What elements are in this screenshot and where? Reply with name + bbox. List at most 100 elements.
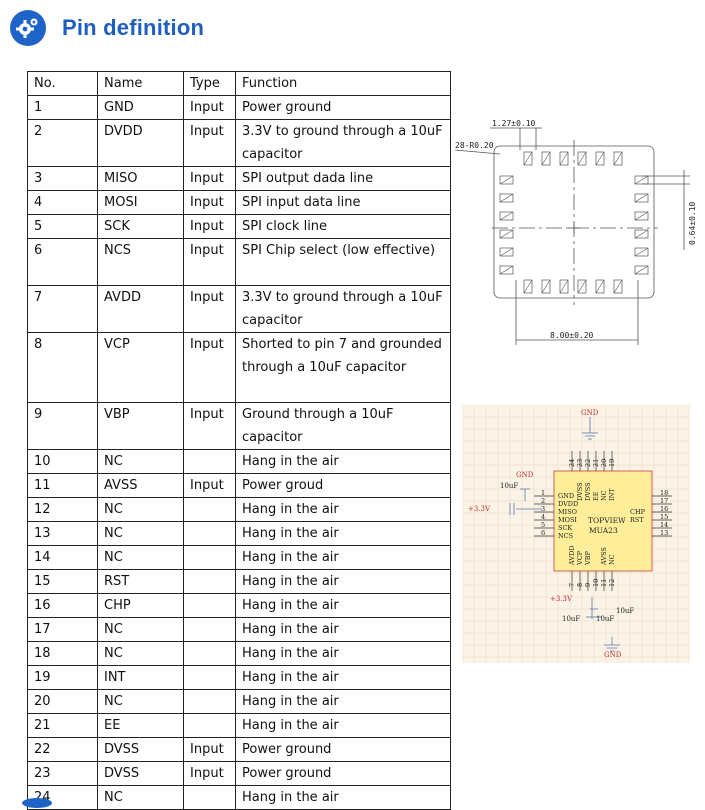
schematic-pin-number: 24 (568, 459, 576, 467)
pin-function-cell: Power ground (235, 761, 451, 786)
pin-function-line: Hang in the air (242, 502, 339, 517)
pin-name-cell: CHP (97, 593, 184, 618)
pin-function-line: Hang in the air (242, 598, 339, 613)
pin-number-cell: 17 (27, 617, 98, 642)
pin-number-cell: 9 (27, 402, 98, 450)
package-pad (499, 193, 514, 203)
schematic-pin-name: RST (630, 516, 644, 524)
pin-function-line: Shorted to pin 7 and grounded (242, 337, 442, 352)
pin-function-line (242, 262, 450, 285)
pin-name-cell: VCP (97, 332, 184, 403)
gnd-label-bottom: GND (604, 651, 622, 659)
package-pad (634, 265, 649, 275)
pin-function-cell: Hang in the air (235, 665, 451, 690)
pin-function-cell: Hang in the air (235, 641, 451, 666)
pin-number-cell: 4 (27, 190, 98, 215)
pin-function-line: Power ground (242, 100, 332, 115)
schematic-pin-number: 10 (592, 579, 600, 587)
pin-type-cell (183, 665, 236, 690)
schematic-view-label: TOPVIEW (588, 516, 626, 525)
radius-dimension-label: 28-R0.20 (455, 141, 494, 150)
pin-type-cell: Input (183, 119, 236, 167)
pin-type-cell: Input (183, 166, 236, 191)
schematic-pin-number: 17 (660, 497, 668, 505)
schematic-pin-name: VBP (584, 551, 592, 566)
schematic-pin-number: 9 (584, 583, 592, 587)
pin-type-cell (183, 689, 236, 714)
package-pad (634, 175, 649, 185)
pin-function-cell: Hang in the air (235, 713, 451, 738)
schematic-pin-number: 21 (592, 459, 600, 467)
pin-function-cell: SPI input data line (235, 190, 451, 215)
pin-type-cell (183, 593, 236, 618)
pin-name-cell: NC (97, 785, 184, 810)
schematic-pin-name: MISO (558, 508, 577, 516)
pin-function-line: Power ground (242, 766, 332, 781)
schematic-pin-number: 3 (541, 505, 545, 513)
pin-number-cell: 22 (27, 737, 98, 762)
pin-function-line: Hang in the air (242, 550, 339, 565)
pin-name-cell: DVSS (97, 761, 184, 786)
pin-number-cell: 12 (27, 497, 98, 522)
pin-number-cell: 8 (27, 332, 98, 403)
pin-type-cell: Input (183, 402, 236, 450)
pin-function-line: Hang in the air (242, 646, 339, 661)
pin-function-line: Ground through a 10uF (242, 407, 394, 422)
schematic-pin-number: 5 (541, 521, 545, 529)
schematic-pin-name: MOSI (558, 516, 577, 524)
pin-type-cell: Input (183, 473, 236, 498)
pin-number-cell: 11 (27, 473, 98, 498)
schematic-pin-number: 19 (608, 459, 616, 467)
package-pad (499, 229, 514, 239)
gear-icon (10, 10, 46, 46)
column-header-no: No. (27, 71, 98, 96)
schematic-pin-name: NCS (558, 532, 573, 540)
pin-function-line: 3.3V to ground through a 10uF (242, 124, 443, 139)
package-pad (499, 175, 514, 185)
pin-function-line: capacitor (242, 147, 303, 162)
schematic-pin-name: DVSS (576, 482, 584, 501)
pin-name-cell: AVSS (97, 473, 184, 498)
package-pad (577, 151, 587, 166)
page-title: Pin definition (62, 15, 205, 40)
schematic-pin-number: 2 (541, 497, 545, 505)
schematic-pin-number: 1 (541, 489, 545, 497)
header: Pin definition (10, 8, 204, 48)
pin-function-line: Hang in the air (242, 670, 339, 685)
pin-number-cell: 5 (27, 214, 98, 239)
pin-name-cell: GND (97, 95, 184, 120)
pin-type-cell: Input (183, 95, 236, 120)
pin-function-cell: Hang in the air (235, 545, 451, 570)
pin-type-cell (183, 641, 236, 666)
pin-type-cell (183, 617, 236, 642)
schematic-pin-name: DVSS (584, 482, 592, 501)
pin-function-line: Hang in the air (242, 622, 339, 637)
pin-function-cell: Hang in the air (235, 521, 451, 546)
pin-name-cell: INT (97, 665, 184, 690)
column-header-name: Name (97, 71, 184, 96)
pin-name-cell: DVDD (97, 119, 184, 167)
pin-function-cell: SPI Chip select (low effective) (235, 238, 451, 286)
pin-name-cell: DVSS (97, 737, 184, 762)
pin-function-cell: Hang in the air (235, 593, 451, 618)
pin-function-line: Hang in the air (242, 526, 339, 541)
package-pad (613, 151, 623, 166)
schematic-pin-number: 20 (600, 459, 608, 467)
schematic-pin-number: 11 (600, 579, 608, 587)
pin-function-line: Power groud (242, 478, 324, 493)
gnd-label-left: GND (516, 471, 534, 479)
pin-type-cell (183, 545, 236, 570)
pin-number-cell: 18 (27, 641, 98, 666)
pin-name-cell: AVDD (97, 285, 184, 333)
